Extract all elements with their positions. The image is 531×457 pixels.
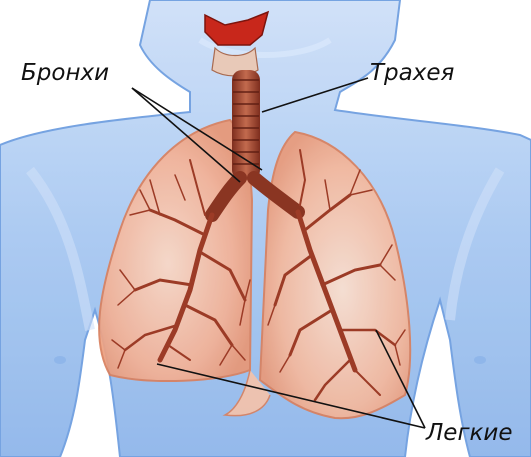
label-bronchi: Бронхи: [21, 60, 109, 86]
label-trachea: Трахея: [370, 60, 455, 86]
label-lungs: Легкие: [425, 420, 513, 446]
